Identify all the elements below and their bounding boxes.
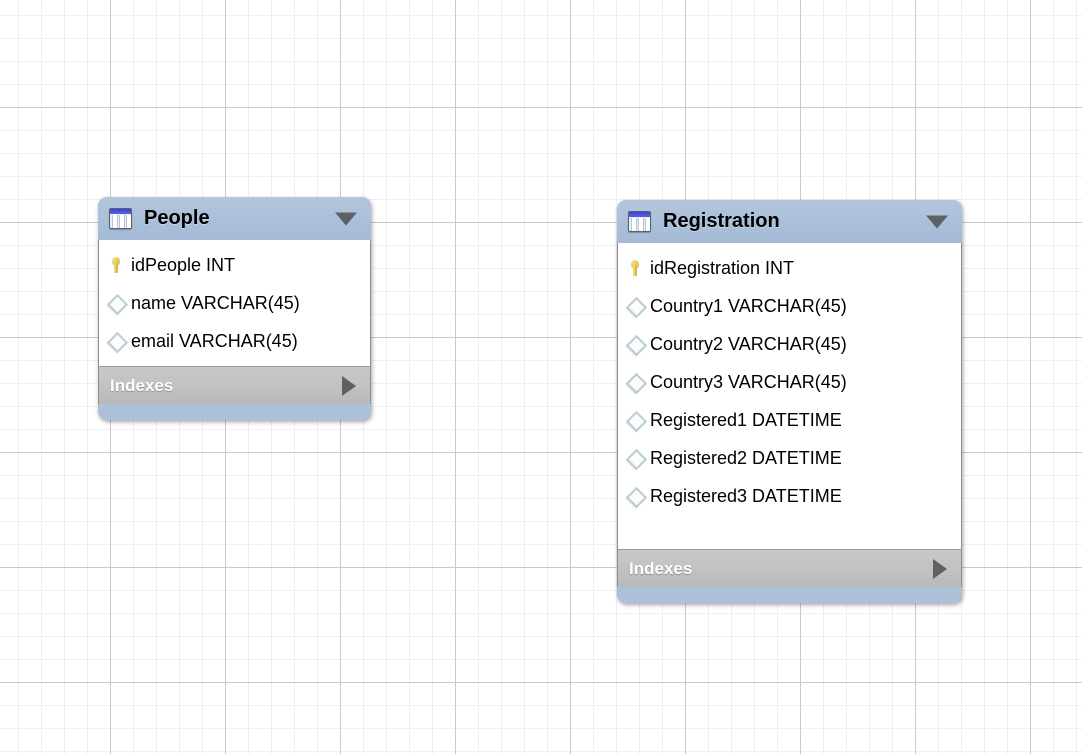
- table-icon: [109, 208, 132, 229]
- chevron-down-icon[interactable]: [926, 215, 948, 228]
- indexes-section-registration[interactable]: Indexes: [617, 549, 962, 587]
- column-diamond-icon: [107, 332, 125, 350]
- table-title-people: People: [144, 207, 210, 229]
- column-diamond-icon: [626, 449, 644, 467]
- table-row[interactable]: Registered1 DATETIME: [618, 401, 961, 439]
- table-footer-people: [98, 404, 371, 420]
- table-icon: [628, 211, 651, 232]
- table-title-registration: Registration: [663, 210, 780, 232]
- table-row[interactable]: Country3 VARCHAR(45): [618, 363, 961, 401]
- table-columns-registration: idRegistration INT Country1 VARCHAR(45) …: [617, 243, 962, 549]
- column-label: Country2 VARCHAR(45): [650, 334, 847, 354]
- column-diamond-icon: [626, 297, 644, 315]
- chevron-down-icon[interactable]: [335, 212, 357, 225]
- indexes-label: Indexes: [629, 558, 693, 578]
- table-row[interactable]: idPeople INT: [99, 246, 370, 284]
- table-figure-registration[interactable]: Registration idRegistration INT Country1…: [617, 200, 962, 603]
- column-label: Country1 VARCHAR(45): [650, 296, 847, 316]
- table-figure-people[interactable]: People idPeople INT name VARCHAR(45) ema…: [98, 197, 371, 420]
- column-label: Registered1 DATETIME: [650, 410, 842, 430]
- column-label: Registered2 DATETIME: [650, 448, 842, 468]
- table-row[interactable]: Country2 VARCHAR(45): [618, 325, 961, 363]
- column-diamond-icon: [626, 373, 644, 391]
- table-row[interactable]: Registered3 DATETIME: [618, 477, 961, 515]
- column-label: email VARCHAR(45): [131, 331, 298, 351]
- column-label: name VARCHAR(45): [131, 293, 300, 313]
- table-header-people[interactable]: People: [98, 197, 371, 240]
- column-label: idPeople INT: [131, 255, 236, 275]
- primary-key-icon: [626, 259, 644, 277]
- column-label: Registered3 DATETIME: [650, 486, 842, 506]
- table-footer-registration: [617, 587, 962, 603]
- table-row[interactable]: Registered2 DATETIME: [618, 439, 961, 477]
- table-columns-people: idPeople INT name VARCHAR(45) email VARC…: [98, 240, 371, 366]
- primary-key-icon: [107, 256, 125, 274]
- table-row[interactable]: Country1 VARCHAR(45): [618, 287, 961, 325]
- indexes-section-people[interactable]: Indexes: [98, 366, 371, 404]
- table-row[interactable]: idRegistration INT: [618, 249, 961, 287]
- table-row[interactable]: name VARCHAR(45): [99, 284, 370, 322]
- column-label: Country3 VARCHAR(45): [650, 372, 847, 392]
- column-diamond-icon: [107, 294, 125, 312]
- chevron-right-icon[interactable]: [342, 375, 356, 396]
- column-diamond-icon: [626, 335, 644, 353]
- chevron-right-icon[interactable]: [933, 558, 947, 579]
- column-label: idRegistration INT: [650, 258, 795, 278]
- column-diamond-icon: [626, 487, 644, 505]
- table-header-registration[interactable]: Registration: [617, 200, 962, 243]
- indexes-label: Indexes: [110, 375, 174, 395]
- column-diamond-icon: [626, 411, 644, 429]
- table-row[interactable]: email VARCHAR(45): [99, 322, 370, 360]
